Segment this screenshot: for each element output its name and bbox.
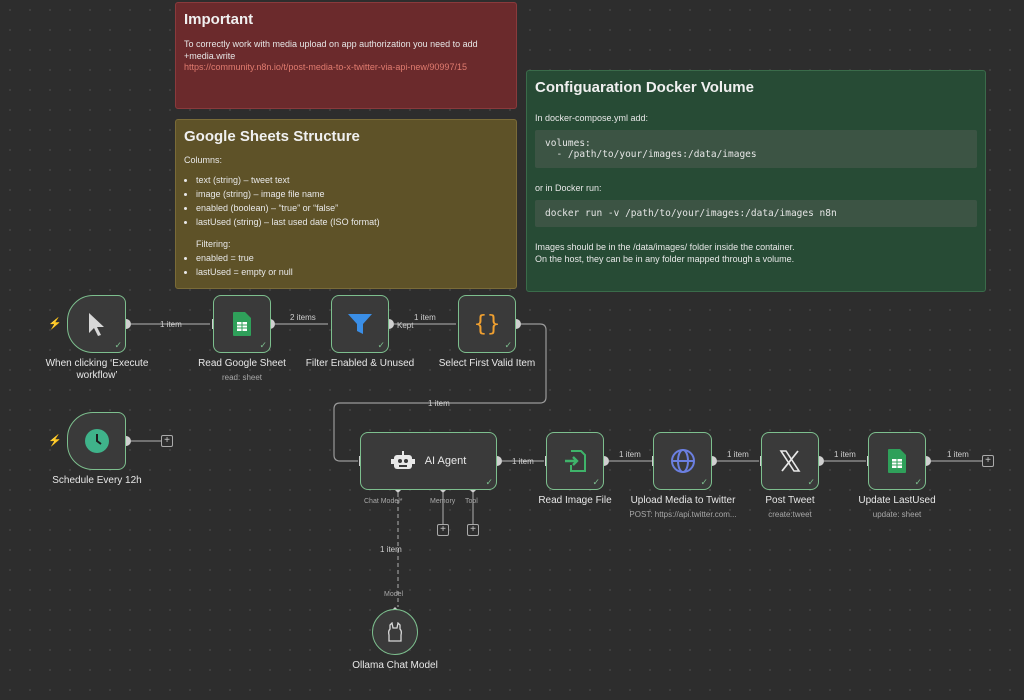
note-important-link[interactable]: https://community.n8n.io/t/post-media-to… bbox=[184, 62, 467, 72]
node-update-lastused[interactable]: ✓ bbox=[868, 432, 926, 490]
port-model-label: Model bbox=[384, 591, 404, 598]
node-schedule-label: Schedule Every 12h bbox=[52, 475, 142, 486]
file-import-icon bbox=[565, 450, 586, 472]
edge-label: 1 item bbox=[380, 545, 402, 554]
node-filter[interactable]: ✓ bbox=[331, 295, 389, 353]
note-sheets-title: Google Sheets Structure bbox=[184, 128, 360, 145]
node-select-first-valid[interactable]: {} ✓ bbox=[458, 295, 516, 353]
docker-footer-line1: Images should be in the /data/images/ fo… bbox=[535, 242, 795, 252]
success-check-icon: ✓ bbox=[700, 477, 708, 487]
ollama-icon bbox=[388, 622, 402, 642]
globe-icon bbox=[670, 449, 695, 473]
filter-item: lastUsed = empty or null bbox=[196, 265, 508, 279]
node-update-sub: update: sheet bbox=[872, 510, 922, 519]
trigger-bolt-icon: ⚡ bbox=[48, 435, 62, 447]
column-item: enabled (boolean) – “true” or “false” bbox=[196, 201, 508, 215]
robot-icon bbox=[390, 451, 415, 469]
edge-label-kept: Kept bbox=[397, 321, 414, 330]
node-read-sheet-label: Read Google Sheet bbox=[198, 358, 286, 369]
success-check-icon: ✓ bbox=[914, 477, 922, 487]
column-item: lastUsed (string) – last used date (ISO … bbox=[196, 215, 508, 229]
edge-label: 1 item bbox=[947, 450, 969, 459]
google-sheets-icon bbox=[233, 312, 251, 336]
node-ollama-label: Ollama Chat Model bbox=[352, 660, 438, 671]
add-memory-button[interactable]: + bbox=[437, 524, 449, 536]
port-tool-label: Tool bbox=[465, 498, 478, 505]
success-check-icon: ✓ bbox=[259, 340, 267, 350]
success-check-icon: ✓ bbox=[114, 340, 122, 350]
port-chat-model-label: Chat Model* bbox=[364, 498, 403, 505]
edge-label: 1 item bbox=[512, 457, 534, 466]
add-node-button[interactable]: + bbox=[982, 455, 994, 467]
node-upload-label: Upload Media to Twitter bbox=[630, 495, 736, 506]
edge-label: 1 item bbox=[619, 450, 641, 459]
node-ai-agent[interactable]: AI Agent ✓ bbox=[360, 432, 497, 490]
node-schedule-trigger[interactable] bbox=[67, 412, 126, 470]
run-code-block: docker run -v /path/to/your/images:/data… bbox=[535, 200, 977, 227]
note-docker-volume[interactable]: Configuaration Docker Volume In docker-c… bbox=[526, 70, 986, 292]
compose-label: In docker-compose.yml add: bbox=[535, 113, 649, 123]
node-filter-label: Filter Enabled & Unused bbox=[305, 358, 415, 369]
add-tool-button[interactable]: + bbox=[467, 524, 479, 536]
edge-label: 1 item bbox=[160, 320, 182, 329]
column-item: image (string) – image file name bbox=[196, 187, 508, 201]
node-manual-trigger[interactable]: ✓ bbox=[67, 295, 126, 353]
columns-list: text (string) – tweet text image (string… bbox=[184, 173, 508, 229]
filtering-label: Filtering: bbox=[196, 239, 231, 249]
success-check-icon: ✓ bbox=[377, 340, 385, 350]
success-check-icon: ✓ bbox=[807, 477, 815, 487]
success-check-icon: ✓ bbox=[504, 340, 512, 350]
x-logo-icon bbox=[779, 450, 801, 472]
note-important[interactable]: Important To correctly work with media u… bbox=[175, 2, 517, 109]
note-sheets-structure[interactable]: Google Sheets Structure Columns: text (s… bbox=[175, 119, 517, 289]
filters-list: enabled = true lastUsed = empty or null bbox=[184, 251, 508, 279]
edge-label: 1 item bbox=[727, 450, 749, 459]
edge-label: 1 item bbox=[414, 313, 436, 322]
add-node-button[interactable]: + bbox=[161, 435, 173, 447]
port-memory-label: Memory bbox=[430, 498, 456, 505]
node-post-label: Post Tweet bbox=[765, 495, 815, 506]
run-label: or in Docker run: bbox=[535, 183, 602, 193]
node-read-google-sheet[interactable]: ✓ bbox=[213, 295, 271, 353]
code-braces-icon: {} bbox=[473, 311, 501, 337]
node-ollama-chat-model[interactable] bbox=[372, 609, 418, 655]
note-important-title: Important bbox=[184, 11, 254, 28]
node-read-sheet-sub: read: sheet bbox=[221, 373, 263, 382]
filter-icon bbox=[348, 314, 372, 334]
edge-label: 1 item bbox=[428, 399, 450, 408]
note-sheets-columns-label: Columns: bbox=[184, 155, 223, 165]
note-docker-title: Configuaration Docker Volume bbox=[535, 79, 754, 96]
clock-icon bbox=[84, 429, 109, 453]
node-post-tweet[interactable]: ✓ bbox=[761, 432, 819, 490]
filter-item: enabled = true bbox=[196, 251, 508, 265]
node-read-image-label: Read Image File bbox=[538, 495, 612, 506]
node-update-label: Update LastUsed bbox=[858, 495, 936, 506]
success-check-icon: ✓ bbox=[485, 477, 493, 487]
node-post-sub: create:tweet bbox=[768, 510, 812, 519]
node-manual-label: When clicking ‘Execute workflow’ bbox=[45, 358, 149, 381]
edge-label: 2 items bbox=[290, 313, 316, 322]
google-sheets-icon bbox=[888, 449, 906, 473]
compose-code-block: volumes: - /path/to/your/images:/data/im… bbox=[535, 130, 977, 168]
node-agent-label: AI Agent bbox=[424, 455, 467, 467]
column-item: text (string) – tweet text bbox=[196, 173, 508, 187]
docker-footer-line2: On the host, they can be in any folder m… bbox=[535, 254, 795, 264]
trigger-bolt-icon: ⚡ bbox=[48, 318, 62, 330]
node-read-image-file[interactable]: ✓ bbox=[546, 432, 604, 490]
node-upload-sub: POST: https://api.twitter.com... bbox=[629, 510, 737, 519]
note-important-text: To correctly work with media upload on a… bbox=[184, 39, 478, 61]
node-select-label: Select First Valid Item bbox=[438, 358, 536, 369]
success-check-icon: ✓ bbox=[592, 477, 600, 487]
node-upload-media[interactable]: ✓ bbox=[653, 432, 712, 490]
cursor-icon bbox=[88, 313, 104, 336]
edge-label: 1 item bbox=[834, 450, 856, 459]
